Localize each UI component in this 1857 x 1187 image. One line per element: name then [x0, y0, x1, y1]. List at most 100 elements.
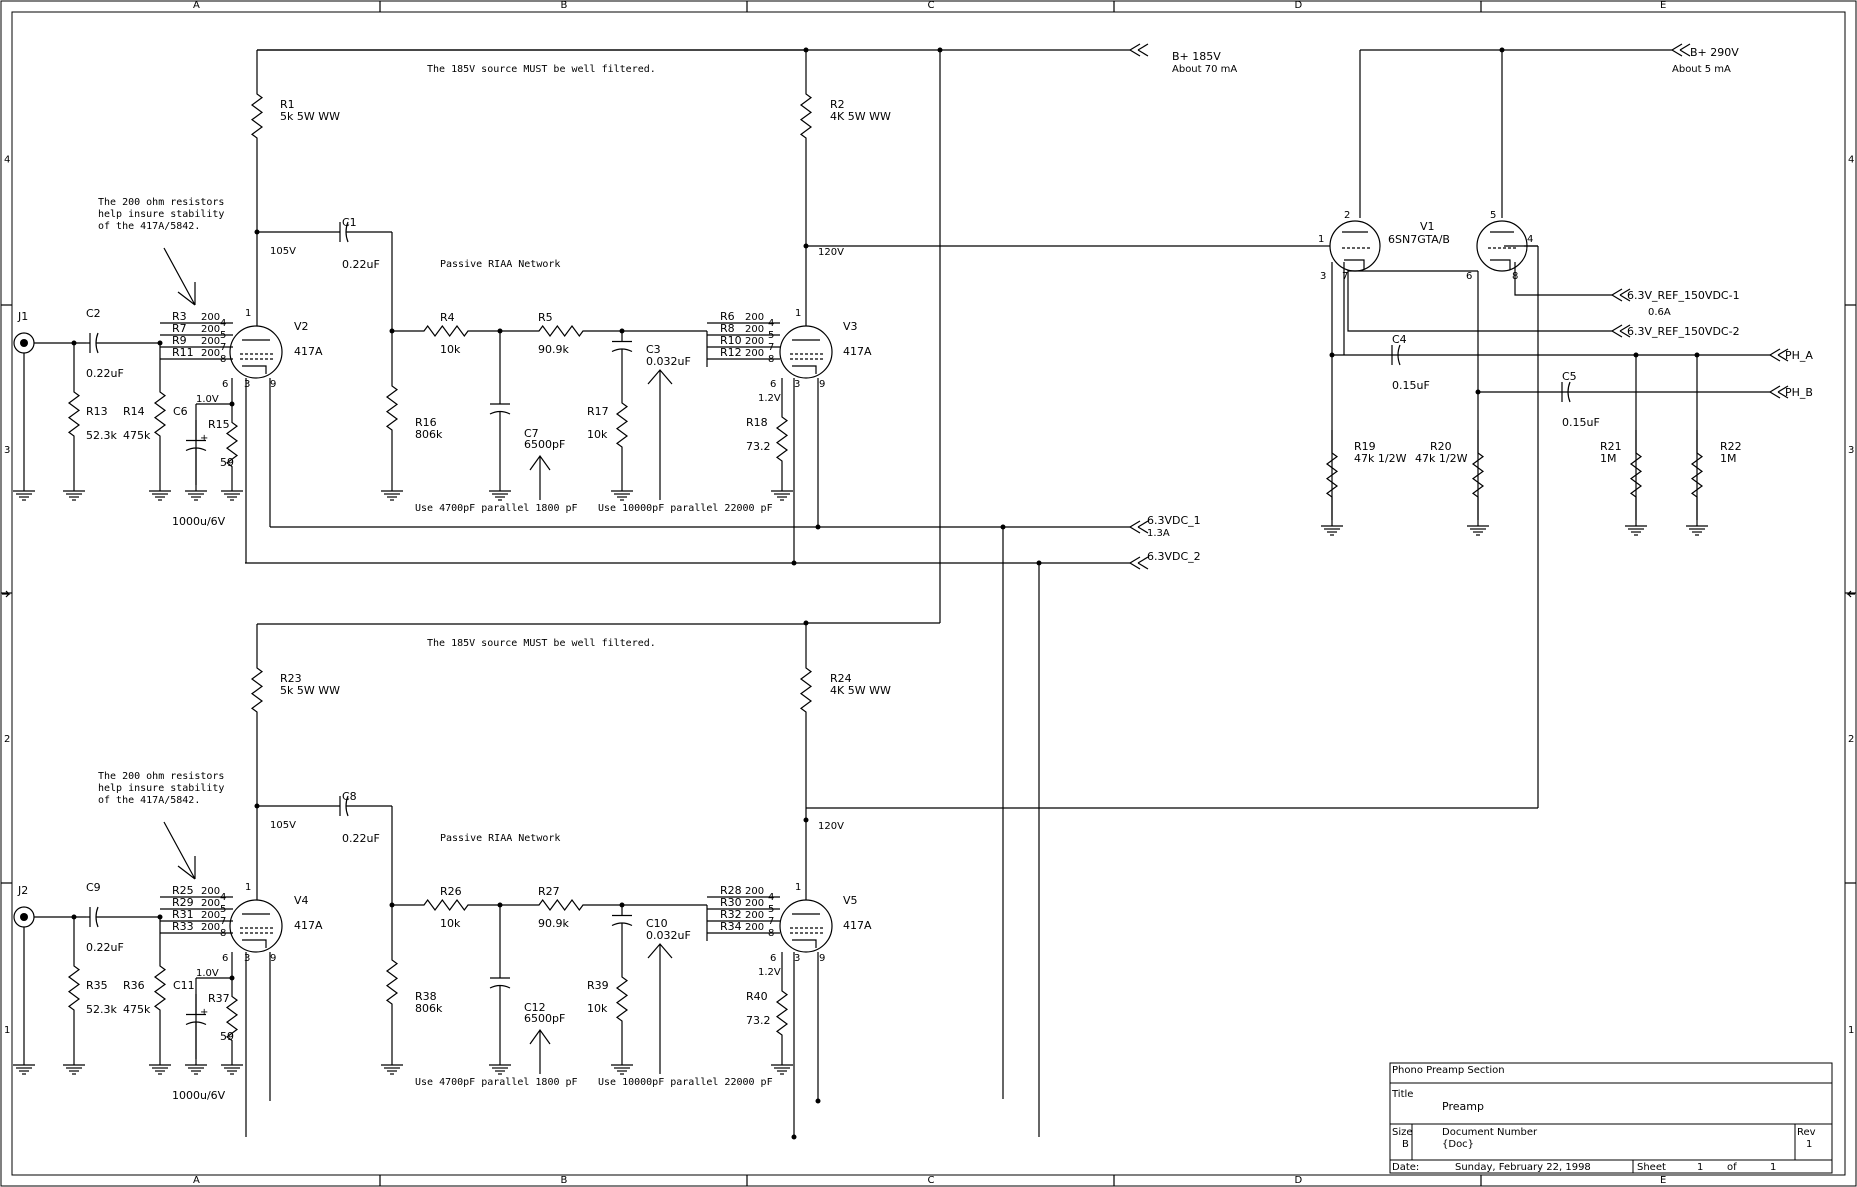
cap-k — [185, 404, 207, 485]
v-pin-label: 9 — [270, 379, 276, 390]
r-plate-resistor — [250, 662, 264, 718]
riaa-label: Passive RIAA Network — [440, 833, 560, 844]
ground-symbol — [1625, 520, 1647, 536]
tb-section: Phono Preamp Section — [1392, 1065, 1505, 1076]
v1-pin-8: 8 — [1512, 271, 1518, 282]
v-pin-label: 9 — [819, 953, 825, 964]
ground-symbol — [185, 1059, 207, 1075]
vplate-label: 105V — [270, 820, 296, 831]
c-a-note: Use 4700pF parallel 1800 pF — [415, 1077, 578, 1088]
cc-val: 0.22uF — [342, 258, 380, 271]
r-plate2-ref: R24 — [830, 672, 852, 685]
ground-symbol — [771, 485, 793, 501]
tube1-ref: V2 — [294, 320, 309, 333]
r22-resistor — [1690, 430, 1704, 520]
v-pin-label: 4 — [220, 318, 226, 329]
v-pin-label: 3 — [244, 953, 250, 964]
r-grid-ref: R13 — [86, 405, 108, 418]
frame-row-4-right: 4 — [1848, 155, 1854, 166]
frame-arrow-right — [1846, 590, 1855, 598]
cap-k-polarity: + — [200, 433, 208, 444]
c-a-val: 6500pF — [524, 1012, 565, 1025]
grid-stopper-val: 200 — [201, 336, 220, 347]
grid-stopper2-val: 200 — [745, 312, 764, 323]
r-plate2-resistor — [799, 662, 813, 718]
tb-rev-label: Rev — [1797, 1127, 1816, 1138]
c-b-cap — [611, 905, 633, 934]
tube-stage2 — [779, 899, 833, 953]
stability-note: The 200 ohm resistors — [98, 197, 224, 208]
c4-plate-b — [1397, 344, 1401, 366]
r-a-resistor — [392, 324, 500, 338]
ground-symbol — [381, 1059, 403, 1075]
grid-stopper2-ref: R12 — [720, 346, 742, 359]
r-load-ref: R36 — [123, 979, 145, 992]
frame-col-E-bottom: E — [1660, 1175, 1666, 1186]
grid-stopper-val: 200 — [201, 922, 220, 933]
r-load-val: 475k — [123, 429, 151, 442]
r-c-ref: R17 — [587, 405, 609, 418]
tb-sheets: 1 — [1770, 1162, 1776, 1173]
r21-resistor — [1629, 430, 1643, 520]
rk-val: 59 — [220, 456, 234, 469]
tube-cathode — [792, 365, 817, 374]
r-plate-val: 5k 5W WW — [280, 110, 340, 123]
v-pin-label: 9 — [819, 379, 825, 390]
v-pin-label: 5 — [768, 904, 774, 915]
rk2-resistor — [775, 393, 789, 485]
v1-ref: V1 — [1420, 220, 1435, 233]
riaa-label: Passive RIAA Network — [440, 259, 560, 270]
c-b-ref: C3 — [646, 343, 661, 356]
port-arrow-h2 — [1129, 556, 1149, 570]
stability-note: help insure stability — [98, 209, 224, 220]
rk-ref: R37 — [208, 992, 230, 1005]
v1-pin-2: 2 — [1344, 210, 1350, 221]
v-pin-label: 9 — [270, 953, 276, 964]
rk-resistor — [225, 404, 239, 485]
cap-k-ref: C11 — [173, 979, 195, 992]
junction-dot — [791, 1134, 797, 1140]
ground-symbol — [771, 1059, 793, 1075]
ground-symbol — [1467, 520, 1489, 536]
ground-symbol — [149, 485, 171, 501]
cc-ref: C8 — [342, 790, 357, 803]
junction-dot — [815, 1098, 821, 1104]
grid-stopper2-val: 200 — [745, 886, 764, 897]
tube1-type: 417A — [294, 919, 323, 932]
tb-sheet-label: Sheet — [1637, 1162, 1666, 1173]
cc-ref: C1 — [342, 216, 357, 229]
ground-symbol — [221, 1059, 243, 1075]
grid-stopper-ref: R7 — [172, 322, 187, 335]
grid-stopper-ref: R3 — [172, 310, 187, 323]
tb-date: Sunday, February 22, 1998 — [1455, 1162, 1591, 1173]
rk2-ref: R18 — [746, 416, 768, 429]
grid-stopper-val: 200 — [201, 886, 220, 897]
tb-size: B — [1402, 1139, 1409, 1150]
cathode-follower: 2 5 1 4 3 7 6 8 V1 6SN7GTA/B C4 0.15uF C… — [1318, 47, 1770, 520]
grid-stopper-ref: R9 — [172, 334, 187, 347]
r-plate2-resistor — [799, 88, 813, 144]
grid-stopper-val: 200 — [201, 898, 220, 909]
tube-stage1 — [229, 899, 283, 953]
r-b-val: 90.9k — [538, 343, 569, 356]
frame-col-A-bottom: A — [193, 1175, 200, 1186]
port-arrow-b185 — [1129, 43, 1149, 57]
v-pin-label: 5 — [220, 330, 226, 341]
ground-symbol — [13, 485, 35, 501]
grid-stopper2-ref: R34 — [720, 920, 742, 933]
shared-wiring — [245, 47, 1539, 1137]
port-phb: PH_B — [1785, 386, 1813, 399]
input-jack-pin — [20, 339, 28, 347]
frame-col-C-bottom: C — [928, 1175, 935, 1186]
r-bias-ref: R38 — [415, 990, 437, 1003]
c-a-cap — [489, 331, 511, 485]
grid-stopper-ref: R31 — [172, 908, 194, 921]
c-a-note-arrow — [529, 1028, 551, 1074]
tube2-type: 417A — [843, 919, 872, 932]
v1-pin-7: 7 — [1342, 271, 1348, 282]
c-b-note: Use 10000pF parallel 22000 pF — [598, 1077, 773, 1088]
tube-envelope — [229, 899, 283, 953]
junction-dot — [157, 914, 163, 920]
grid-stopper2-ref: R28 — [720, 884, 742, 897]
